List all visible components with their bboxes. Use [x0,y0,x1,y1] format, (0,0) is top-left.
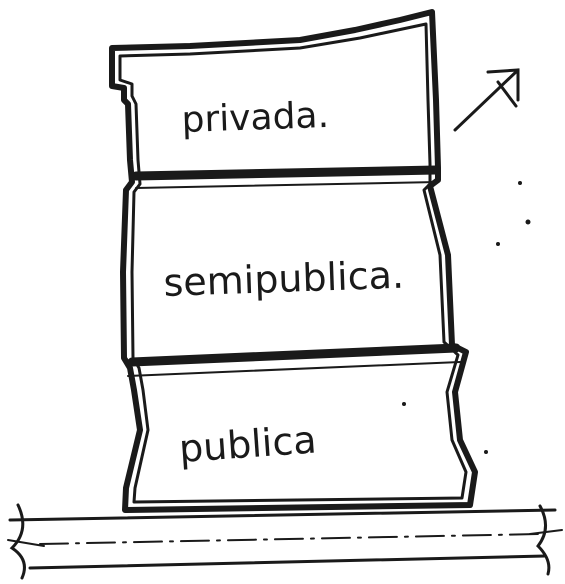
zone-label-public: publica [178,417,318,470]
north-arrow-icon [453,68,520,132]
zone-label-semipublic: semipublica. [163,253,405,305]
divider-lower [127,343,461,367]
divider-upper-thin [135,181,439,189]
floor-dividers [127,165,461,377]
divider-lower-thin [127,361,461,377]
building-outline [109,9,478,513]
divider-upper [131,165,441,181]
pencil-marks [402,181,531,454]
zone-label-private: privada. [181,95,330,141]
ground-street [7,503,563,580]
